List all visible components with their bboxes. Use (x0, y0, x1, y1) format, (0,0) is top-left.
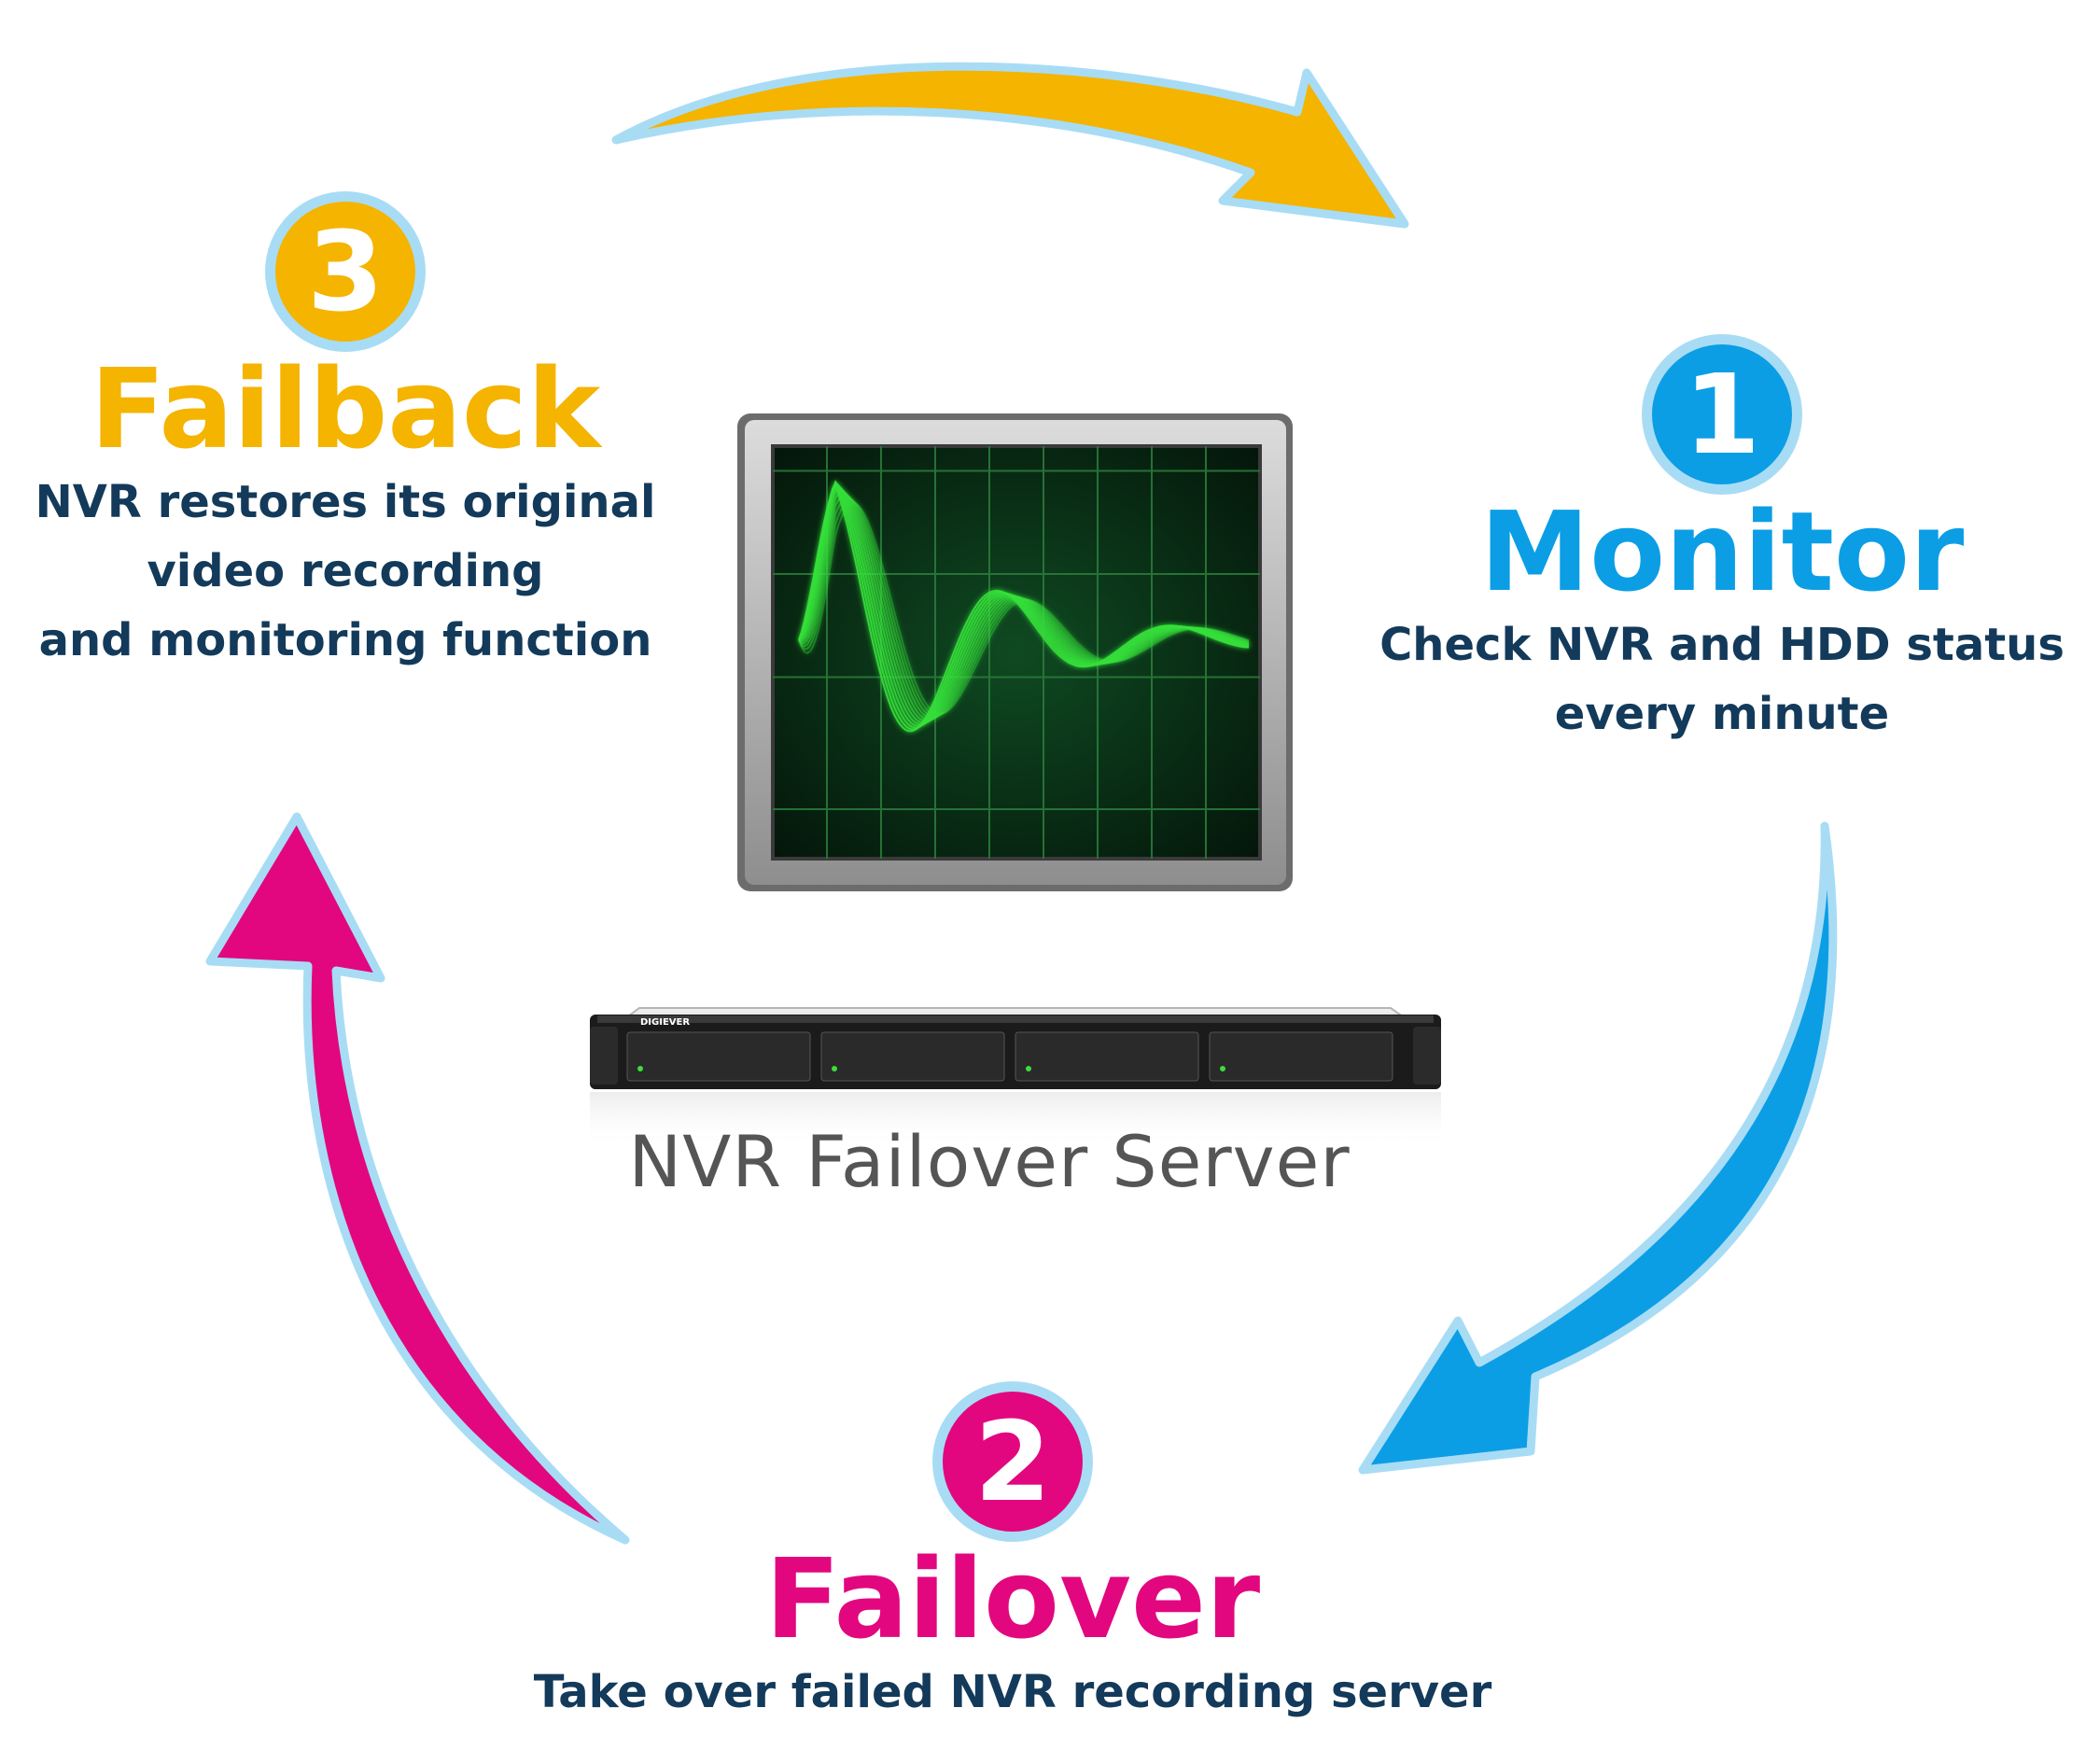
step-title: Monitor (1479, 487, 1965, 616)
drive-bay (1209, 1031, 1393, 1082)
arrow-monitor-to-failover (1358, 821, 1838, 1475)
drive-led (637, 1066, 643, 1071)
step-description: Take over failed NVR recording server (397, 1658, 1629, 1727)
step-description-line: every minute (1554, 687, 1890, 740)
drive-led (1026, 1066, 1031, 1071)
step-number-badge: 3 (265, 191, 426, 352)
step-description-line: video recording (147, 544, 544, 597)
arrow-failover-to-failback (205, 812, 630, 1545)
drive-led (832, 1066, 837, 1071)
step-monitor: 1 Monitor Check NVR and HDD status every… (1349, 334, 2095, 749)
step-description: Check NVR and HDD status every minute (1349, 610, 2095, 749)
step-title: Failover (764, 1534, 1261, 1663)
step-failback: 3 Failback NVR restores its original vid… (19, 191, 672, 675)
rack-server-icon: DIGIEVER (590, 1007, 1441, 1148)
drive-bay (820, 1031, 1005, 1082)
step-title: Failback (90, 344, 601, 473)
step-description-line: NVR restores its original (35, 475, 656, 528)
activity-monitor-icon (737, 413, 1293, 891)
server-brand-label: DIGIEVER (640, 1017, 690, 1028)
drive-led (1220, 1066, 1225, 1071)
server-caption: NVR Failover Server (628, 1120, 1351, 1203)
step-description: NVR restores its original video recordin… (19, 468, 672, 675)
step-description-line: and monitoring function (38, 613, 652, 666)
step-failover: 2 Failover Take over failed NVR recordin… (397, 1381, 1629, 1727)
step-description-line: Check NVR and HDD status (1379, 618, 2065, 671)
screen-wave-line (798, 484, 1250, 733)
arrow-failback-to-monitor (611, 62, 1409, 229)
drive-bay (626, 1031, 811, 1082)
step-description-line: Take over failed NVR recording server (533, 1665, 1492, 1718)
step-number-badge: 1 (1642, 334, 1802, 495)
drive-bay (1015, 1031, 1199, 1082)
step-number-badge: 2 (932, 1381, 1093, 1542)
